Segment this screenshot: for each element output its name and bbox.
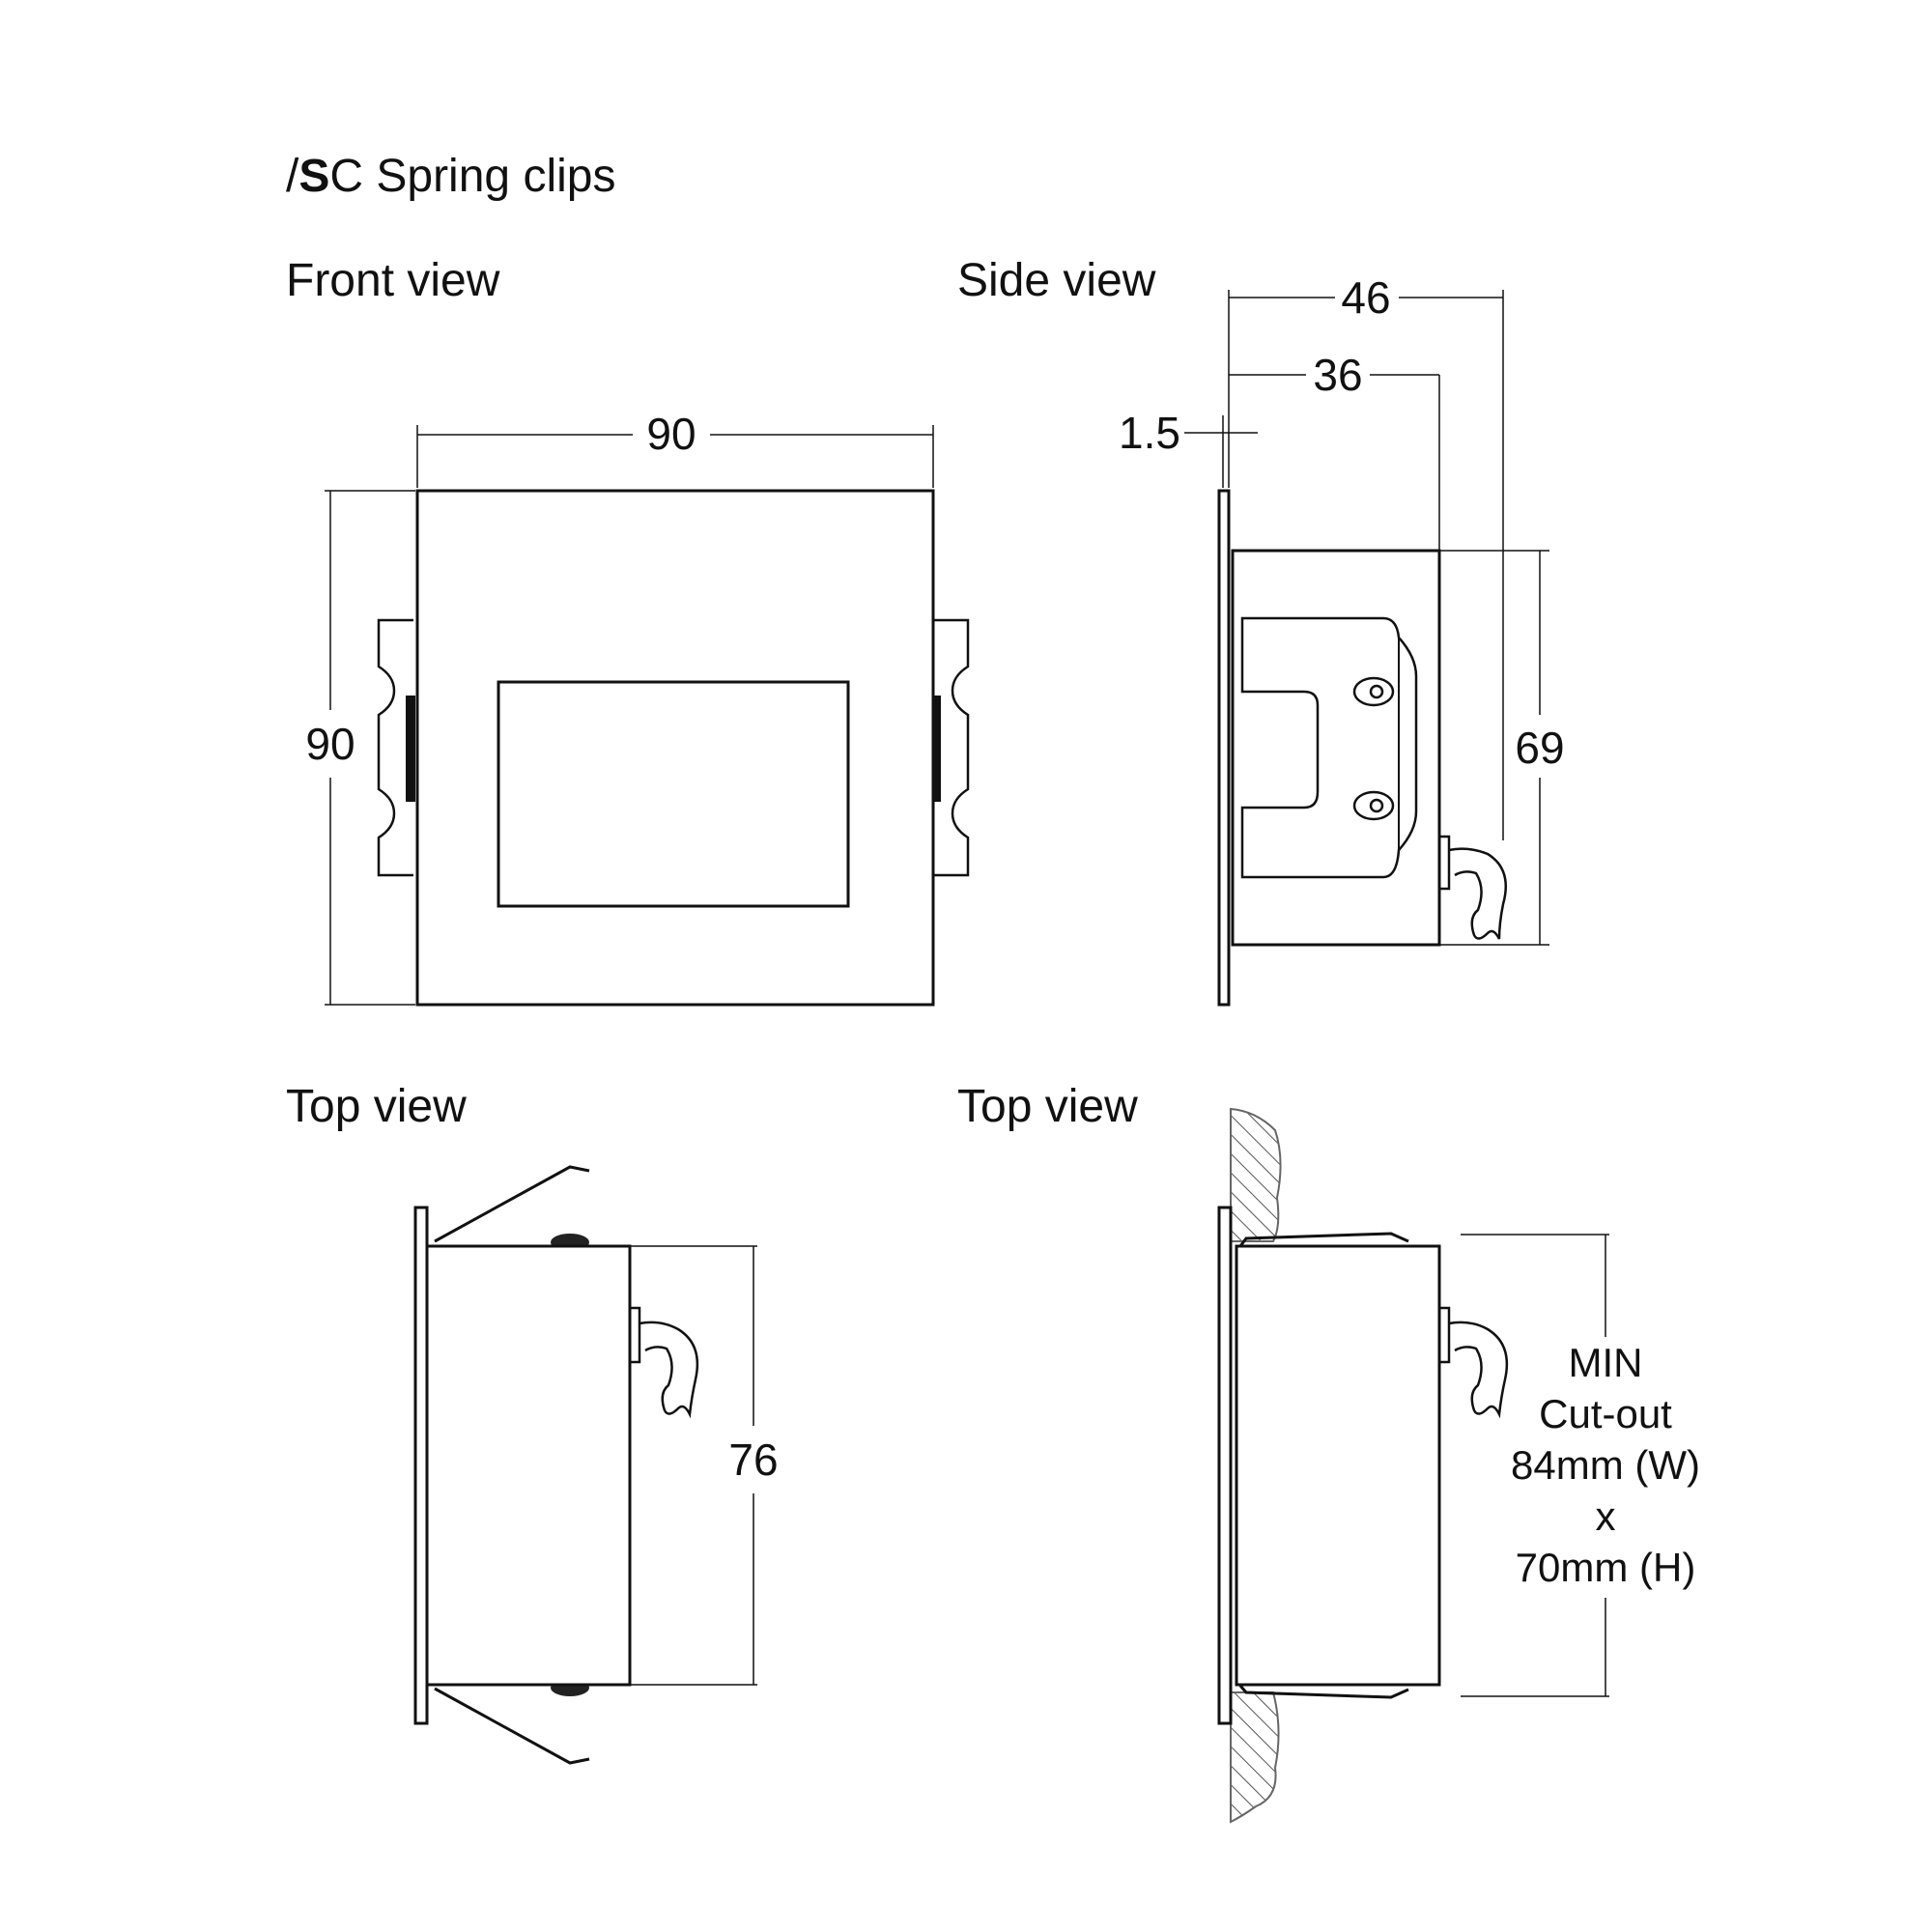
top-left-spring-lower: [434, 1687, 590, 1765]
cutout-line-2: Cut-out: [1539, 1391, 1672, 1436]
wall-lower: [1230, 1691, 1280, 1824]
front-window: [497, 680, 850, 908]
front-view: 90 90: [305, 409, 970, 1007]
top-view-right: MIN Cut-out 84mm (W) x 70mm (H): [1217, 1107, 1700, 1824]
side-view: 46 36 1.5 69: [1119, 272, 1565, 1007]
side-46-label: 46: [1341, 272, 1390, 323]
side-69-label: 69: [1515, 723, 1564, 773]
top-76-dimension: [630, 1245, 757, 1686]
cutout-line-5: 70mm (H): [1516, 1545, 1696, 1590]
top-view-right-label: Top view: [957, 1081, 1138, 1132]
top-right-body: [1235, 1244, 1441, 1687]
top-left-spring-upper: [434, 1165, 590, 1243]
top-76-label: 76: [728, 1435, 778, 1485]
side-faceplate: [1217, 489, 1231, 1007]
cutout-note: MIN Cut-out 84mm (W) x 70mm (H): [1511, 1340, 1700, 1590]
side-body: [1231, 549, 1441, 947]
side-69-dimension: [1439, 550, 1549, 946]
front-height-label: 90: [305, 719, 355, 769]
side-cable: [1439, 835, 1507, 940]
top-left-faceplate: [413, 1206, 429, 1725]
side-view-label: Side view: [957, 255, 1156, 306]
side-1-5-label: 1.5: [1119, 408, 1180, 458]
page-title: /SC Spring clips: [286, 151, 616, 202]
front-faceplate: [415, 489, 935, 1007]
side-36-dimension: [1229, 374, 1440, 551]
top-right-spring-upper: [1238, 1232, 1409, 1247]
side-1-5-dimension: [1184, 415, 1258, 488]
front-width-dimension: [416, 425, 934, 488]
cutout-line-4: x: [1596, 1493, 1616, 1539]
top-right-cable: [1439, 1306, 1509, 1419]
cutout-dimension: [1461, 1234, 1609, 1697]
side-36-label: 36: [1313, 350, 1362, 400]
side-screws: [1352, 676, 1395, 821]
top-left-body: [425, 1244, 632, 1687]
cutout-line-1: MIN: [1569, 1340, 1643, 1385]
top-right-faceplate: [1217, 1206, 1233, 1725]
top-right-spring-lower: [1238, 1685, 1409, 1699]
top-view-left-label: Top view: [286, 1081, 467, 1132]
front-width-label: 90: [646, 409, 696, 459]
left-spring-clip: [377, 618, 413, 877]
cutout-line-3: 84mm (W): [1511, 1442, 1700, 1488]
wall-upper: [1230, 1107, 1282, 1242]
right-spring-clip: [933, 618, 970, 877]
front-height-dimension: [325, 490, 415, 1006]
side-46-dimension: [1228, 290, 1504, 840]
top-view-left: 76: [413, 1165, 779, 1765]
front-view-label: Front view: [286, 255, 500, 306]
top-left-cable: [630, 1306, 699, 1419]
